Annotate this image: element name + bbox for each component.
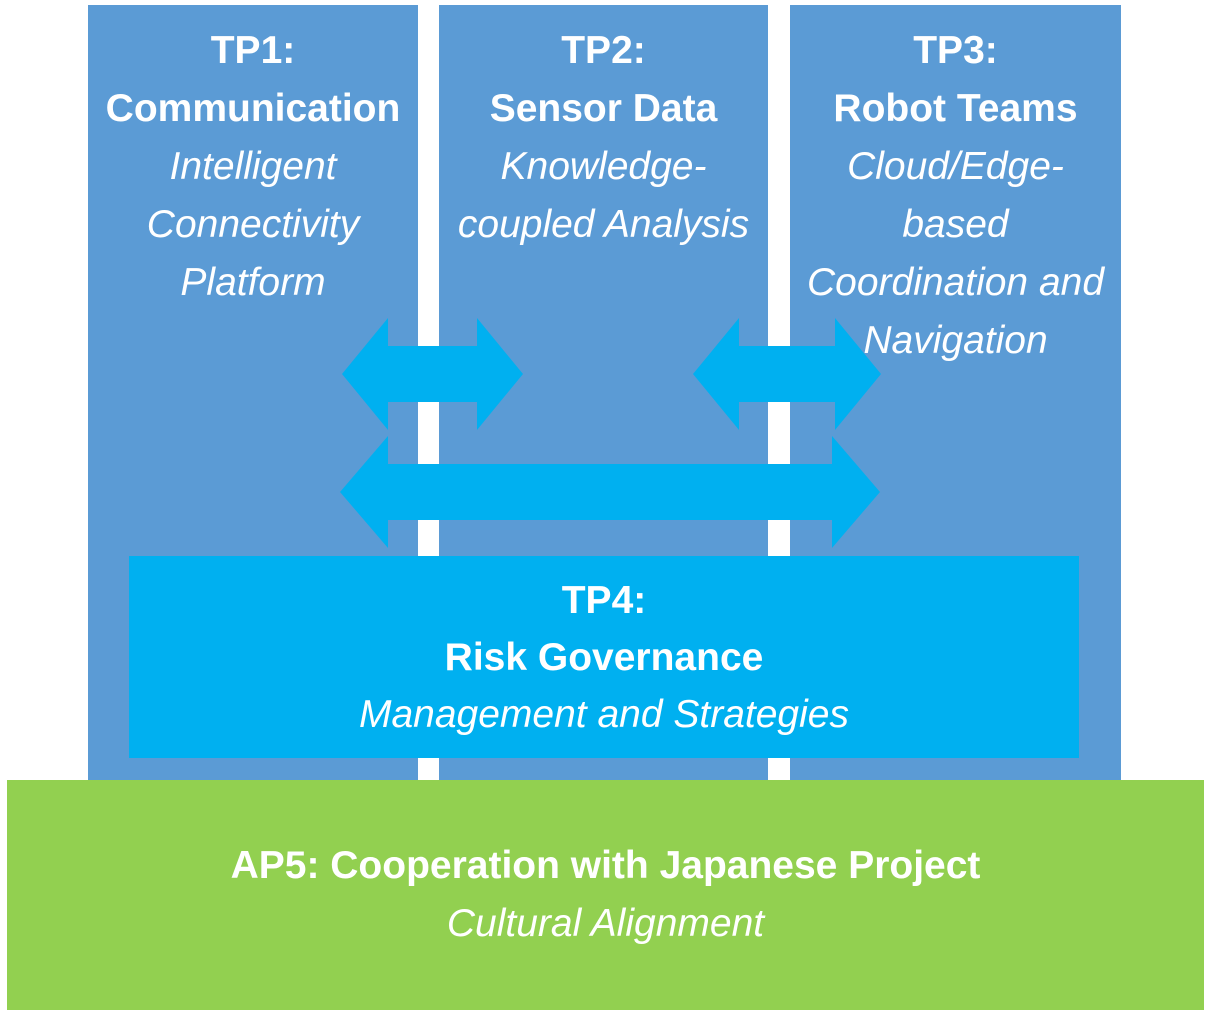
tp1-title: TP1: xyxy=(210,29,296,72)
tp4-title: TP4: xyxy=(561,578,647,622)
tp2-title: TP2: xyxy=(561,29,646,72)
tp2-subtitle: Knowledge- coupled Analysis xyxy=(457,145,750,246)
ap5-title: AP5: Cooperation with Japanese Project xyxy=(230,844,981,887)
ap5-subtitle: Cultural Alignment xyxy=(446,902,765,945)
tp3-subtitle: Cloud/Edge- based Coordination and Navig… xyxy=(806,145,1105,362)
tp4-bar: TP4: Risk Governance Management and Stra… xyxy=(129,556,1079,758)
ap5-bar: AP5: Cooperation with Japanese Project C… xyxy=(7,780,1204,1010)
arrow-tp1-tp3-icon xyxy=(340,436,880,548)
tp4-name: Risk Governance xyxy=(444,635,764,679)
arrow-tp1-tp2-icon xyxy=(342,318,523,430)
tp3-title: TP3: xyxy=(913,29,998,72)
tp4-subtitle: Management and Strategies xyxy=(359,692,849,736)
tp2-name: Sensor Data xyxy=(489,87,718,130)
arrow-tp2-tp3-icon xyxy=(693,318,881,430)
tp3-name: Robot Teams xyxy=(833,87,1078,130)
tp1-name: Communication xyxy=(105,87,401,130)
tp1-subtitle: Intelligent Connectivity Platform xyxy=(146,145,360,304)
